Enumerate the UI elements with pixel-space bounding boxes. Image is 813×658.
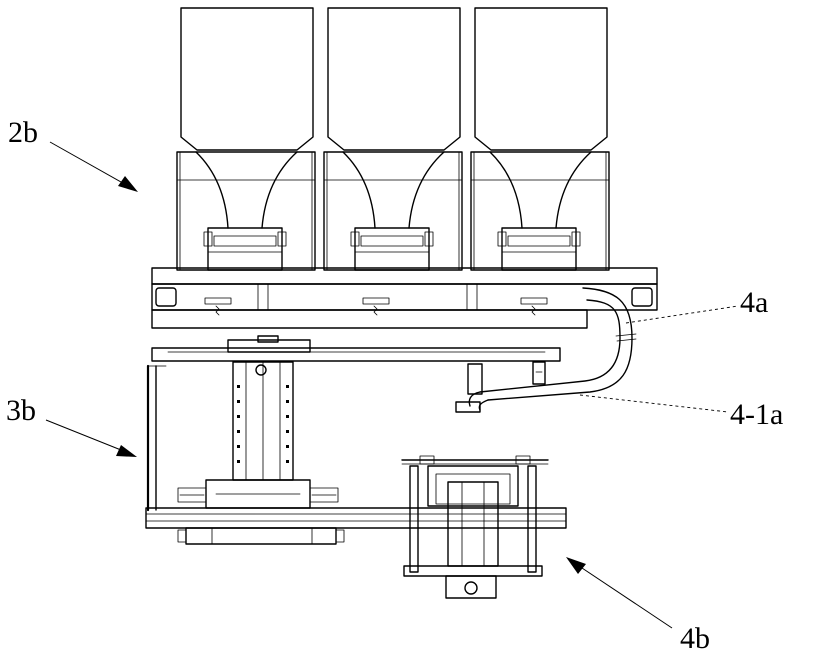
vertical-column <box>233 362 293 480</box>
dispenser-box-2 <box>351 228 433 270</box>
label-3b: 3b <box>6 394 36 427</box>
bottom-cylinder <box>178 528 344 544</box>
carriage-block <box>178 480 338 508</box>
lift-unit-top <box>402 456 548 506</box>
upper-rail <box>152 336 560 361</box>
label-4b: 4b <box>680 622 710 655</box>
lift-unit-base <box>446 576 496 598</box>
leader-4a <box>626 306 738 323</box>
side-frame <box>148 366 166 510</box>
dispenser-box-1 <box>204 228 286 270</box>
label-4-1a: 4-1a <box>730 398 783 431</box>
label-4a: 4a <box>740 286 768 319</box>
callout-3b <box>46 420 137 457</box>
lower-rail <box>146 508 566 528</box>
leader-4-1a <box>580 395 728 412</box>
dispenser-box-3 <box>498 228 580 270</box>
callout-4b <box>566 557 672 628</box>
hopper-unit-3 <box>471 8 609 270</box>
hose-4a <box>480 288 636 400</box>
label-2b: 2b <box>8 116 38 149</box>
callout-2b <box>50 142 138 192</box>
hopper-unit-1 <box>177 8 315 270</box>
hopper-unit-2 <box>324 8 462 270</box>
main-beam <box>152 268 657 328</box>
